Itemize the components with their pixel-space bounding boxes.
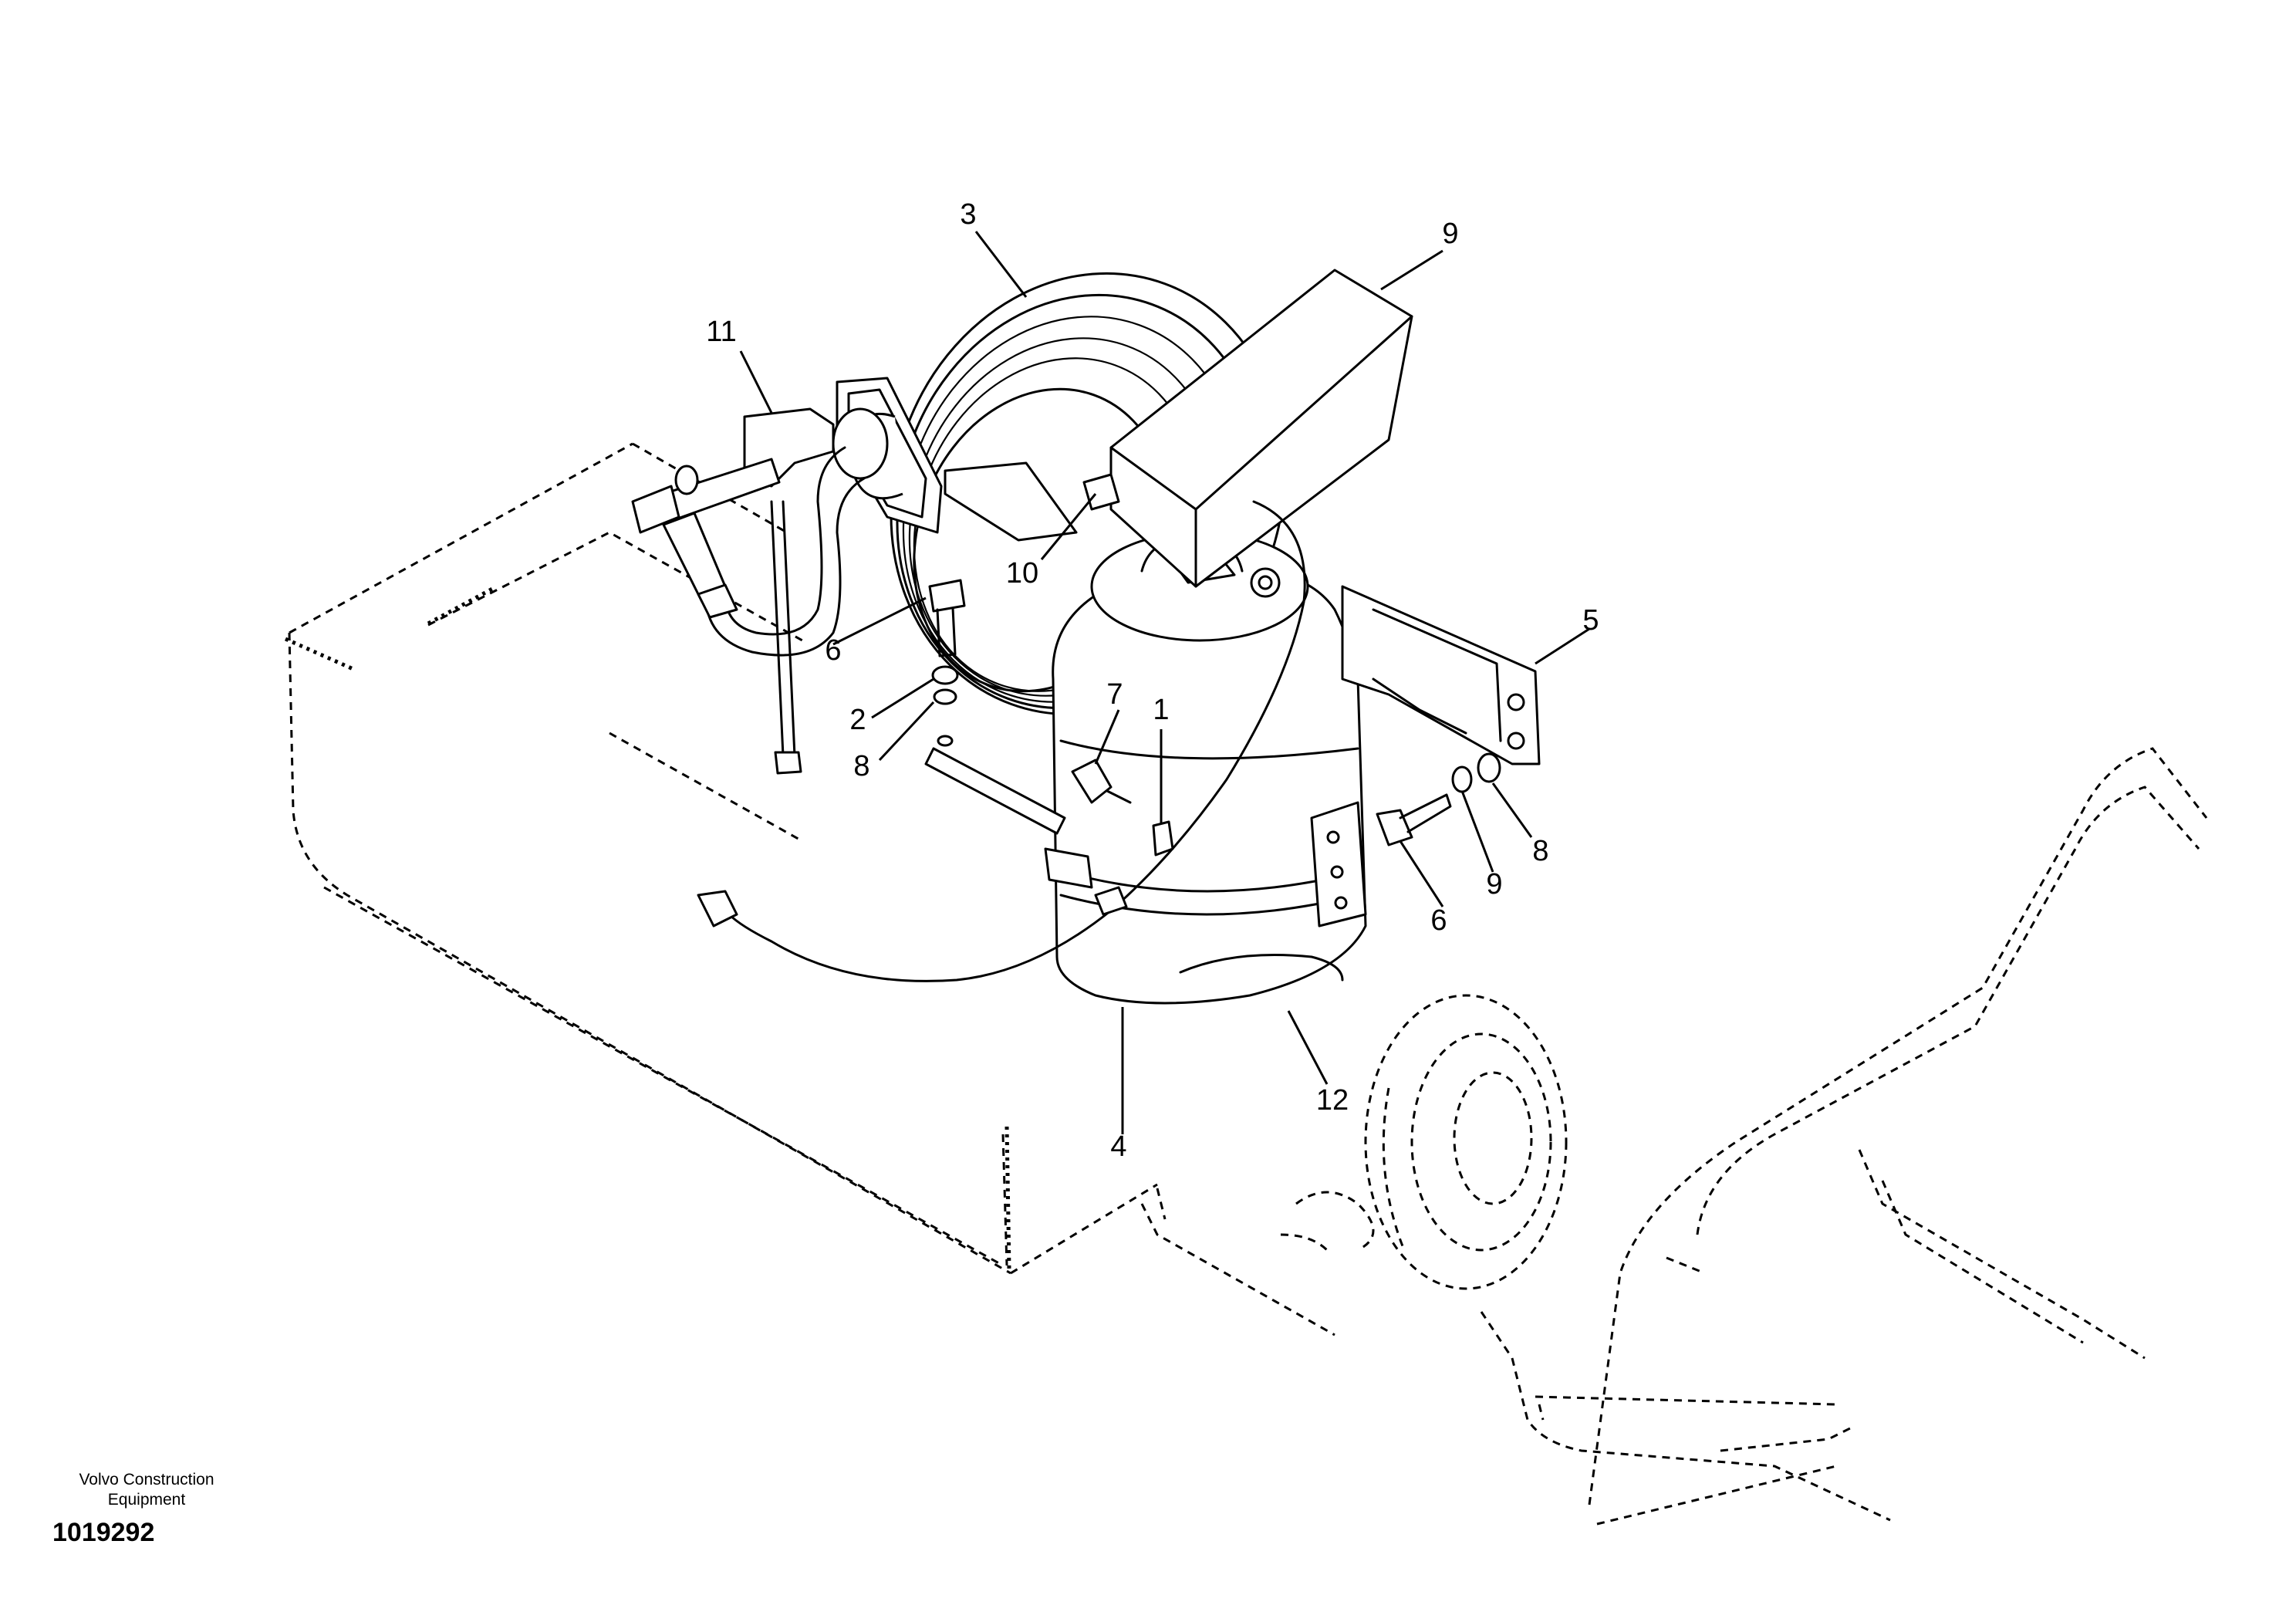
callout-4: 4 (1110, 1130, 1126, 1163)
callout-9-right: 9 (1486, 868, 1502, 901)
document-number: 1019292 (52, 1518, 155, 1547)
callout-9-top: 9 (1442, 218, 1458, 250)
company-name: Volvo Construction Equipment (39, 1470, 255, 1510)
company-name-line2: Equipment (107, 1491, 186, 1509)
callout-11: 11 (706, 316, 736, 348)
callout-12: 12 (1316, 1084, 1349, 1117)
mounting-bracket (1341, 585, 1541, 765)
callout-6-left: 6 (825, 634, 841, 667)
callout-5: 5 (1582, 604, 1599, 637)
callout-labels: 1 2 3 4 5 6 6 7 8 8 9 9 10 11 12 (706, 198, 1599, 1163)
callout-1: 1 (1153, 694, 1169, 726)
callout-3: 3 (960, 198, 976, 231)
compressor-tank (1052, 531, 1367, 1005)
callout-7: 7 (1106, 678, 1123, 711)
track-frame-outline (1280, 747, 2208, 1526)
hose-nozzle (631, 407, 835, 619)
leader-lines (739, 231, 1590, 1134)
callout-6-right: 6 (1430, 904, 1447, 937)
control-box (1082, 269, 1413, 588)
callout-8-right: 8 (1532, 835, 1548, 867)
reel-hose (704, 407, 889, 775)
callout-10: 10 (1006, 557, 1038, 590)
callout-8-left: 8 (853, 750, 869, 782)
callout-2: 2 (849, 704, 866, 736)
company-name-line1: Volvo Construction (79, 1471, 214, 1489)
fasteners (924, 579, 1501, 928)
document-footer: Volvo Construction Equipment 1019292 (39, 1470, 255, 1548)
